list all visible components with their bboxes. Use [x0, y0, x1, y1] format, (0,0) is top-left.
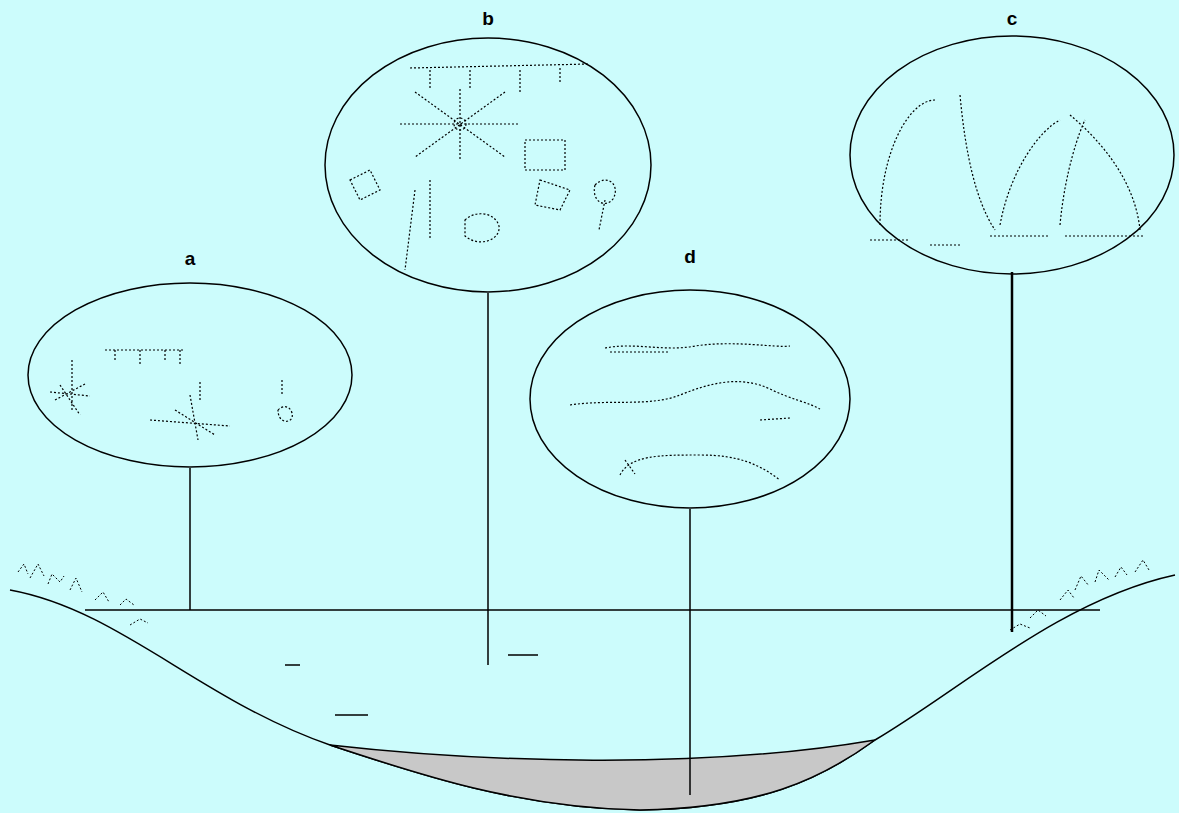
bubble-ellipse: [28, 283, 352, 467]
organism-sketch: [594, 180, 615, 230]
organism-sketch: [880, 95, 1140, 230]
bubble-ellipse: [530, 290, 850, 508]
organism-sketch: [150, 382, 230, 440]
bubble-outline: [528, 288, 852, 510]
organism-sketch: [50, 360, 90, 415]
organism-sketch: [570, 382, 820, 420]
water-mark: [335, 714, 368, 716]
organism-sketch: [620, 455, 780, 480]
organism-sketch: [350, 170, 380, 200]
sample-bubble: d: [528, 246, 852, 510]
bubble-outline: [323, 36, 653, 294]
bubble-outline: [848, 34, 1176, 276]
organism-sketch: [454, 118, 466, 130]
organism-sketch: [605, 344, 790, 352]
bubble-letter: c: [848, 8, 1176, 30]
bubble-ellipse: [325, 38, 651, 292]
leader-line: [189, 468, 191, 610]
bubble-letter: b: [323, 8, 653, 30]
sample-bubble: a: [26, 248, 354, 469]
organism-sketch: [525, 140, 570, 210]
organism-sketch: [278, 380, 292, 421]
shore-plants: [18, 564, 148, 625]
water-surface: [85, 609, 1100, 611]
leader-line: [1011, 272, 1014, 632]
organism-sketch: [465, 214, 499, 242]
sample-bubble: c: [848, 8, 1176, 273]
water-mark: [508, 654, 538, 656]
bubble-outline: [26, 281, 354, 469]
organism-sketch: [405, 180, 430, 270]
organism-sketch: [400, 89, 520, 159]
sediment-line: [870, 236, 1145, 245]
leader-line: [689, 509, 691, 795]
organism-sketch: [410, 64, 590, 92]
sample-bubble: b: [323, 8, 653, 294]
organism-sketch: [105, 350, 185, 366]
lake-basin: [10, 575, 1175, 810]
water-mark: [285, 664, 300, 666]
bubble-letter: a: [26, 248, 354, 270]
bubble-letter: d: [528, 246, 852, 268]
bubble-ellipse: [850, 36, 1174, 274]
leader-line: [487, 293, 489, 665]
sediment: [330, 740, 875, 810]
shore-plants: [1010, 560, 1149, 630]
